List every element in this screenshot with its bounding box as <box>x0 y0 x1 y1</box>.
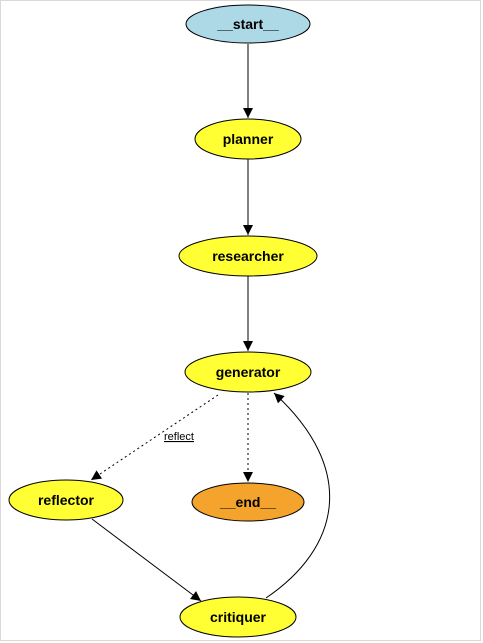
node-generator-shape <box>184 351 312 393</box>
edges: reflect <box>90 44 331 602</box>
node-planner-label: planner <box>223 131 274 147</box>
node-start-label: __start__ <box>216 16 279 32</box>
node-generator: generator <box>184 351 312 393</box>
edge-label-reflect: reflect <box>164 431 194 443</box>
node-end-label: __end__ <box>219 494 276 510</box>
node-reflector-label: reflector <box>38 492 95 508</box>
node-start-shape <box>185 4 311 44</box>
node-researcher-label: researcher <box>212 248 284 264</box>
edge-reflector-to-critiquer <box>91 518 202 602</box>
node-researcher: researcher <box>178 235 318 277</box>
node-planner-shape <box>194 118 302 160</box>
edge-generator-to-reflector <box>90 394 219 481</box>
node-reflector: reflector <box>8 479 124 521</box>
node-planner: planner <box>194 118 302 160</box>
node-start: __start__ <box>185 4 311 44</box>
node-critiquer-shape <box>179 596 297 638</box>
node-critiquer: critiquer <box>179 596 297 638</box>
node-reflector-shape <box>8 479 124 521</box>
node-critiquer-label: critiquer <box>210 609 267 625</box>
node-researcher-shape <box>178 235 318 277</box>
node-end: __end__ <box>191 482 305 522</box>
edge-critiquer-to-generator <box>265 392 331 599</box>
node-end-shape <box>191 482 305 522</box>
node-generator-label: generator <box>216 364 281 380</box>
